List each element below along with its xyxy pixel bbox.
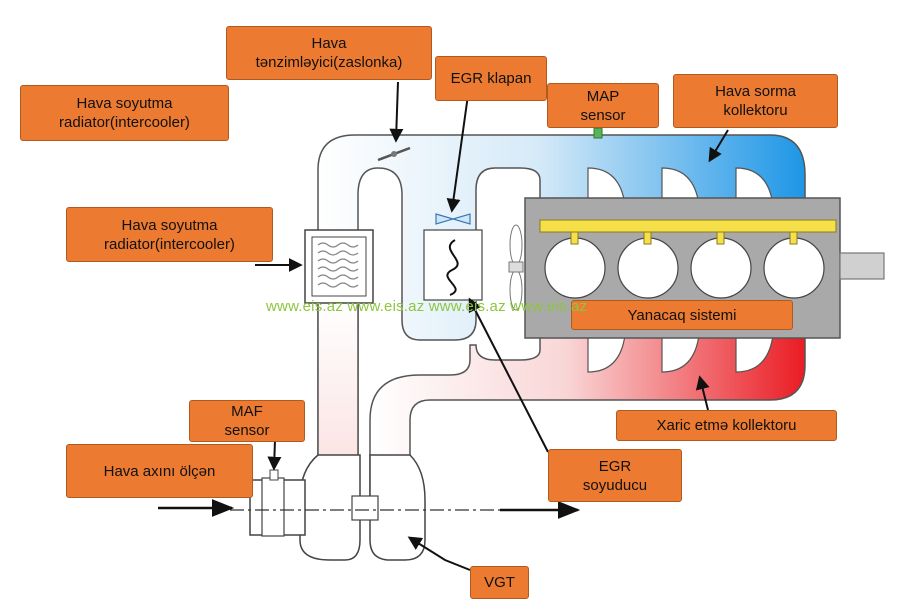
leader-arrows: [255, 81, 729, 571]
fan-icon: [508, 224, 524, 311]
label-exhaust-manifold: Xaric etmə kollektoru: [616, 410, 837, 441]
throttle-valve-icon: [377, 146, 411, 162]
label-intercooler: Hava soyutma radiator(intercooler): [66, 207, 273, 262]
label-map-sensor: MAP sensor: [547, 83, 659, 128]
map-sensor-icon: [593, 127, 603, 139]
egr-cooler-box: [423, 213, 483, 301]
maf-housing: [249, 469, 306, 537]
watermark-text: www.eis.az www.eis.az www.eis.az www.eis…: [266, 298, 588, 315]
fuel-rail: [539, 219, 837, 233]
label-egr-cooler: EGR soyuducu: [548, 449, 682, 502]
label-intercooler-top: Hava soyutma radiator(intercooler): [20, 85, 229, 141]
intercooler-core: [304, 229, 374, 304]
label-throttle: Hava tənzimləyici(zaslonka): [226, 26, 432, 80]
label-vgt: VGT: [470, 566, 529, 599]
injectors: [570, 231, 798, 245]
intake-manifold-pipe: [317, 134, 806, 501]
turbocharger: [299, 454, 426, 561]
label-intake-manifold: Hava sorma kollektoru: [673, 74, 838, 128]
egr-valve-symbol: [435, 213, 471, 225]
cylinders: [544, 237, 825, 299]
label-maf-sensor: MAF sensor: [189, 400, 305, 442]
label-air-flow-meter: Hava axını ölçən: [66, 444, 253, 498]
compressor-outlet-pipe: [317, 299, 359, 461]
label-egr-valve: EGR klapan: [435, 56, 547, 101]
label-fuel-system: Yanacaq sistemi: [571, 300, 793, 330]
flow-arrows: [158, 499, 581, 519]
